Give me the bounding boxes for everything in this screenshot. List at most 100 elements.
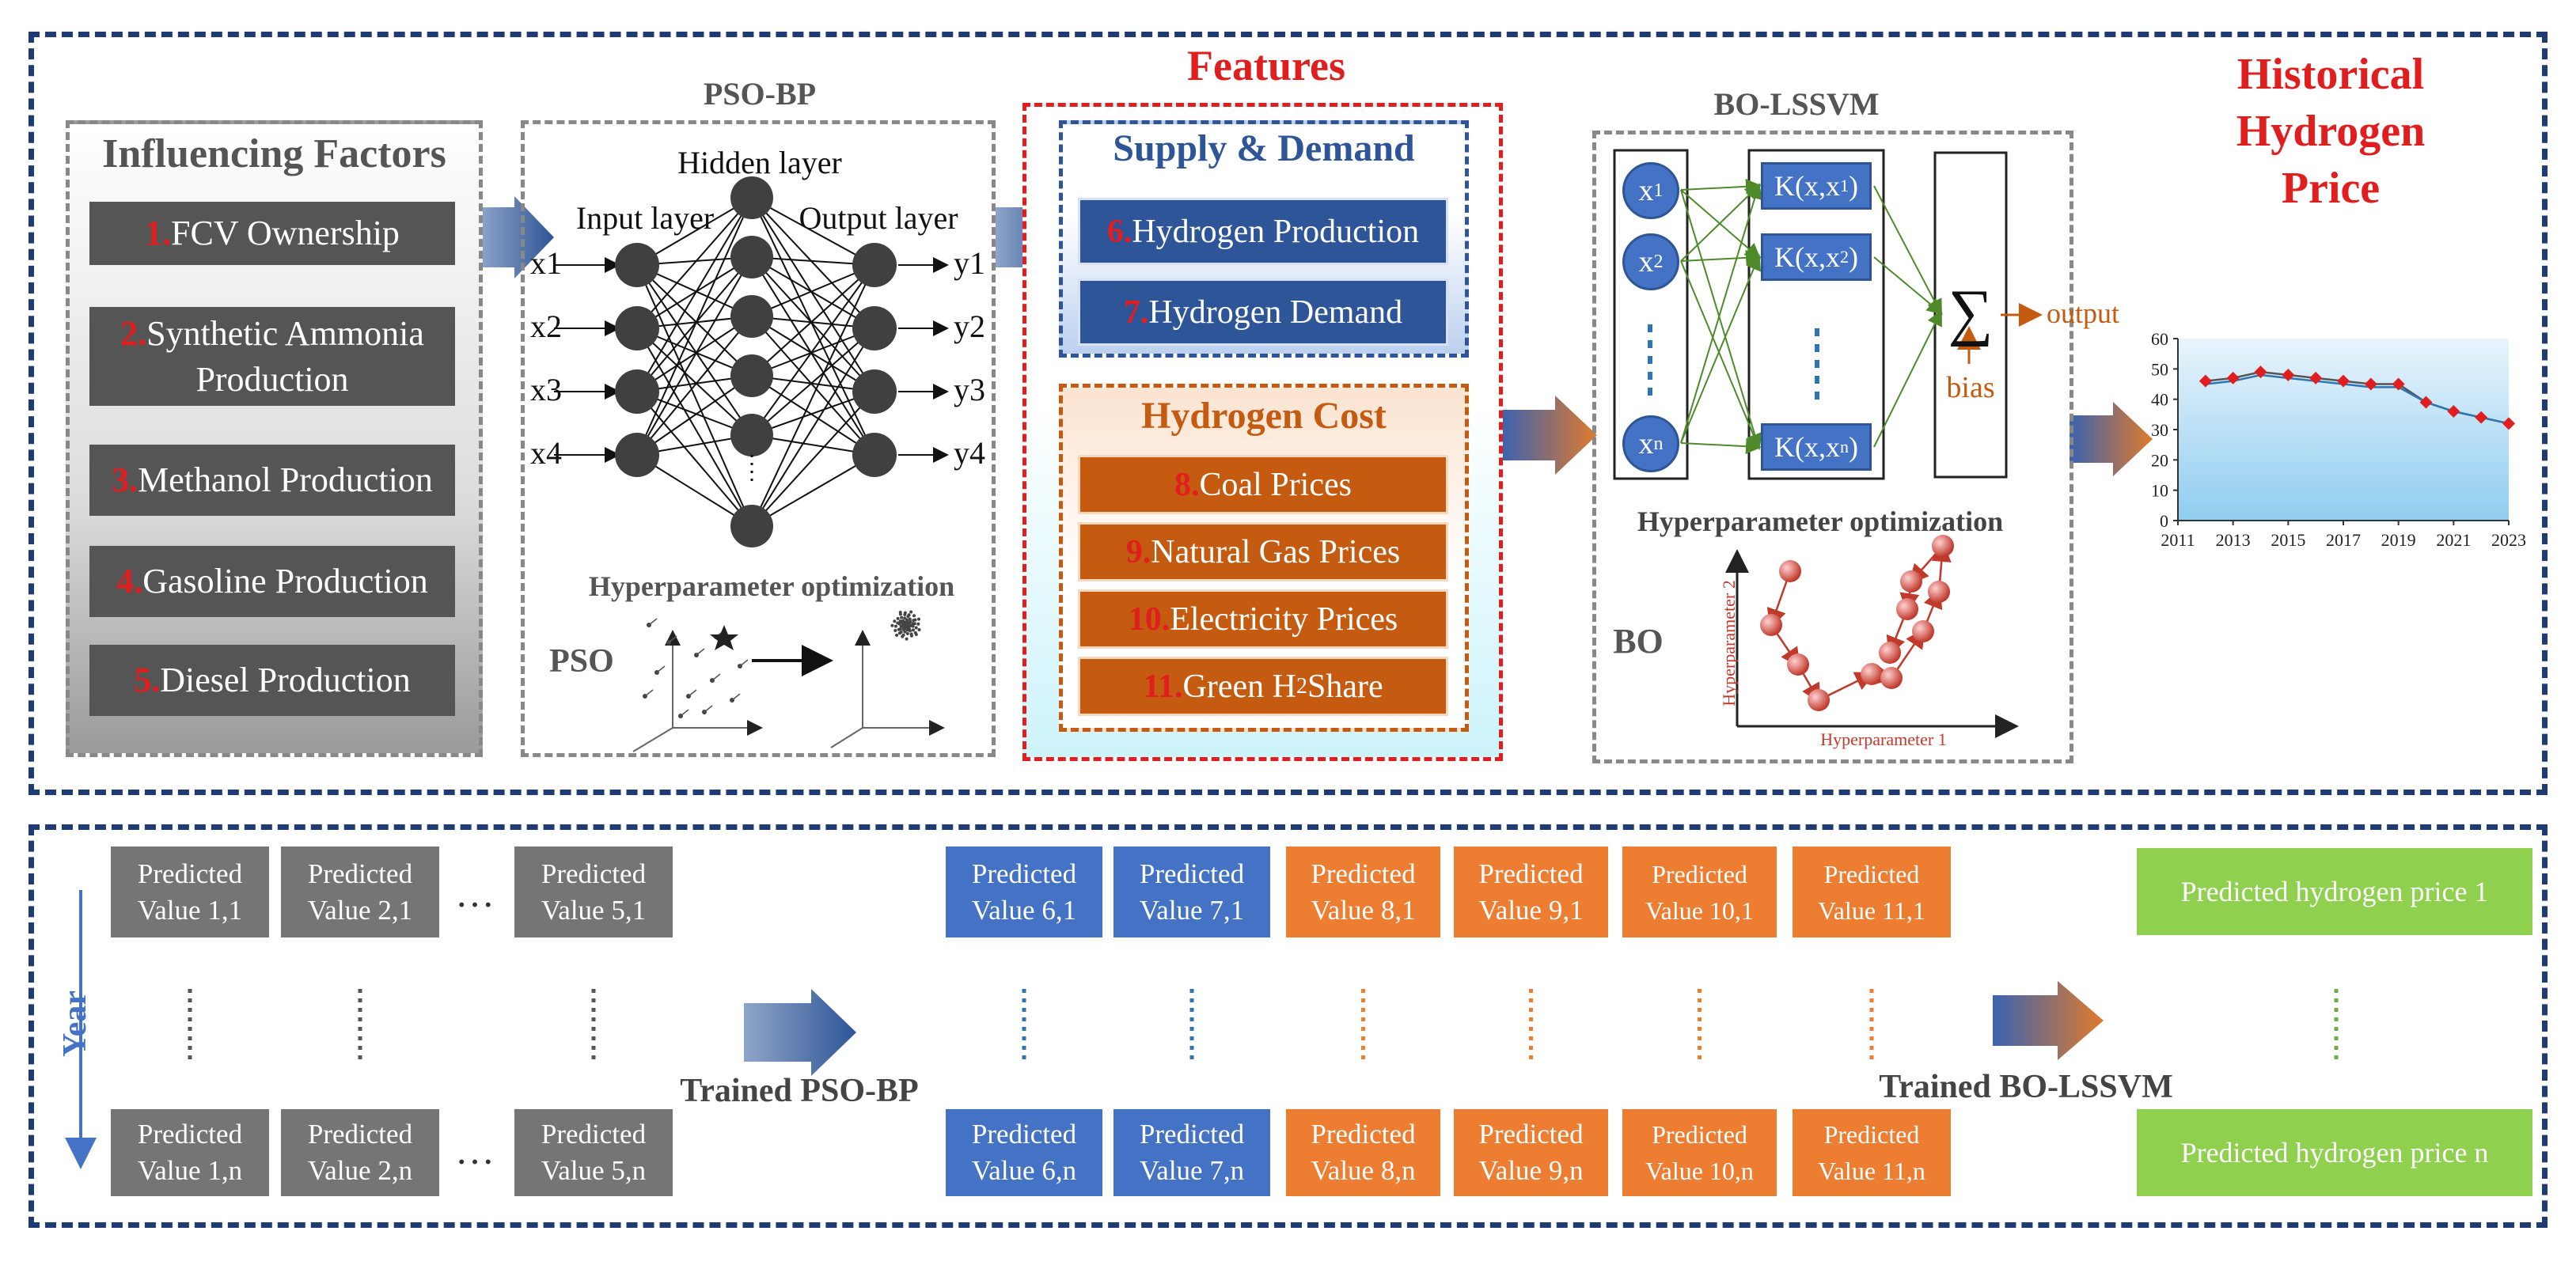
output-label-2: y2	[954, 309, 985, 344]
pso-star-icon	[710, 625, 738, 650]
bolssvm-title: BO-LSSVM	[1713, 86, 1880, 122]
predicted-bottom-8: Predicted Value 10,n	[1622, 1109, 1777, 1196]
cost-box-8: 8.Coal Prices	[1078, 455, 1448, 514]
ellipsis-bottom: …	[455, 1128, 495, 1172]
supply-box-6: 6.Hydrogen Production	[1078, 198, 1448, 265]
factor-label-5: Diesel Production	[160, 661, 411, 699]
bottom-frame	[28, 824, 2548, 1228]
x-node-3-text: x	[1638, 427, 1654, 460]
input-layer-label: Input layer	[575, 200, 715, 236]
factor-label-1: FCV Ownership	[171, 214, 400, 252]
chart-xtick-label: 2015	[2271, 530, 2305, 550]
top-frame	[28, 32, 2548, 795]
psobp-panel	[521, 120, 996, 757]
k-node-1-text: K(x,x	[1774, 170, 1840, 202]
supply-number-7: 7.	[1123, 294, 1149, 331]
x-node-2-sub: 2	[1653, 251, 1664, 272]
cost-number-10: 10.	[1128, 600, 1170, 638]
factor-box-2: 2.Synthetic Ammonia Production	[89, 307, 455, 406]
predicted-top-6: Predicted Value 8,1	[1286, 846, 1440, 937]
bolssvm-hyper-label: Hyperparameter optimization	[1637, 506, 2004, 537]
hyperparameter-2-label: Hyperparameter 2	[1719, 580, 1739, 706]
trained-psobp-label: Trained PSO-BP	[680, 1073, 919, 1109]
k-node-1-close: )	[1849, 170, 1858, 202]
psobp-network	[554, 176, 949, 547]
cost-number-11: 11.	[1143, 668, 1183, 705]
psobp-title: PSO-BP	[703, 76, 817, 112]
factor-number-2: 2.	[120, 313, 147, 353]
historical-title-line-2: Hydrogen	[2236, 107, 2426, 156]
cost-label-10: Electricity Prices	[1170, 600, 1398, 638]
lssvm-links	[1680, 178, 1944, 455]
output-node	[852, 369, 897, 414]
chart-point	[2419, 396, 2433, 409]
cost-label-8: Coal Prices	[1199, 466, 1352, 503]
output-label-4: y4	[954, 435, 985, 471]
predicted-top-9: Predicted Value 11,1	[1793, 846, 1951, 937]
chart-point	[2282, 369, 2295, 381]
output-node	[852, 306, 897, 350]
factor-text-2: 2.Synthetic Ammonia Production	[89, 311, 455, 403]
predicted-price-n: Predicted hydrogen price n	[2137, 1109, 2532, 1196]
k-node-3-text: K(x,x	[1774, 431, 1840, 463]
flow-arrow-1	[480, 196, 554, 278]
cost-number-9: 9.	[1125, 533, 1151, 570]
supply-demand-title: Supply & Demand	[1113, 127, 1415, 169]
flow-arrow-6	[1993, 981, 2104, 1060]
trained-bolssvm-label: Trained BO-LSSVM	[1879, 1069, 2173, 1105]
predicted-top-5: Predicted Value 7,1	[1113, 846, 1270, 937]
factor-number-1: 1.	[145, 214, 172, 252]
flow-arrow-3	[1502, 396, 1597, 475]
bolssvm-panel	[1592, 131, 2073, 763]
predicted-bottom-1: Predicted Value 1,n	[111, 1109, 269, 1196]
cost-box-9: 9.Natural Gas Prices	[1078, 522, 1448, 581]
predicted-bottom-9: Predicted Value 11,n	[1793, 1109, 1951, 1196]
bo-axes	[1725, 549, 2019, 738]
hyperparameter-1-label: Hyperparameter 1	[1820, 729, 1947, 749]
factor-box-3: 3.Methanol Production	[89, 445, 455, 516]
bias-label: bias	[1946, 371, 1995, 404]
factor-text-3: 3.Methanol Production	[112, 457, 433, 503]
bo-label: BO	[1613, 622, 1664, 661]
predicted-top-3: Predicted Value 5,1	[514, 846, 673, 937]
factor-number-5: 5.	[134, 661, 161, 699]
bo-points	[1760, 535, 1954, 711]
chart-ytick-label: 40	[2151, 390, 2168, 410]
flow-arrow-4	[2070, 402, 2153, 476]
factor-box-1: 1.FCV Ownership	[89, 202, 455, 265]
chart-point	[2337, 374, 2350, 388]
chart-ytick-label: 0	[2160, 511, 2168, 531]
chart-ytick-label: 10	[2151, 481, 2168, 501]
predicted-top-4: Predicted Value 6,1	[946, 846, 1102, 937]
predicted-top-2: Predicted Value 2,1	[281, 846, 439, 937]
cost-number-8: 8.	[1174, 466, 1200, 503]
chart-ytick-label: 50	[2151, 359, 2168, 379]
chart-xtick-label: 2021	[2436, 530, 2471, 550]
factor-label-2: Synthetic Ammonia Production	[146, 313, 424, 399]
output-node	[852, 243, 897, 287]
lssvm-dots	[1648, 324, 1819, 400]
output-label-1: y1	[954, 245, 985, 281]
chart-ytick-label: 30	[2151, 420, 2168, 440]
chart-point	[2392, 377, 2405, 391]
features-title: Features	[1187, 42, 1345, 89]
chart-xtick-label: 2017	[2326, 530, 2361, 550]
cost-box-10: 10. Electricity Prices	[1078, 589, 1448, 649]
ellipsis-top: …	[455, 871, 495, 915]
historical-title-line-3: Price	[2281, 164, 2381, 213]
output-node	[852, 433, 897, 477]
hidden-node	[730, 414, 773, 456]
input-label-3: x3	[530, 372, 562, 407]
predicted-bottom-4: Predicted Value 6,n	[946, 1109, 1102, 1196]
chart-point	[2475, 411, 2488, 424]
input-node	[615, 243, 659, 287]
factor-text-1: 1.FCV Ownership	[145, 210, 400, 256]
chart-point	[2199, 374, 2212, 388]
factor-text-5: 5.Diesel Production	[134, 657, 411, 703]
k-node-1-sub: 1	[1840, 176, 1849, 195]
